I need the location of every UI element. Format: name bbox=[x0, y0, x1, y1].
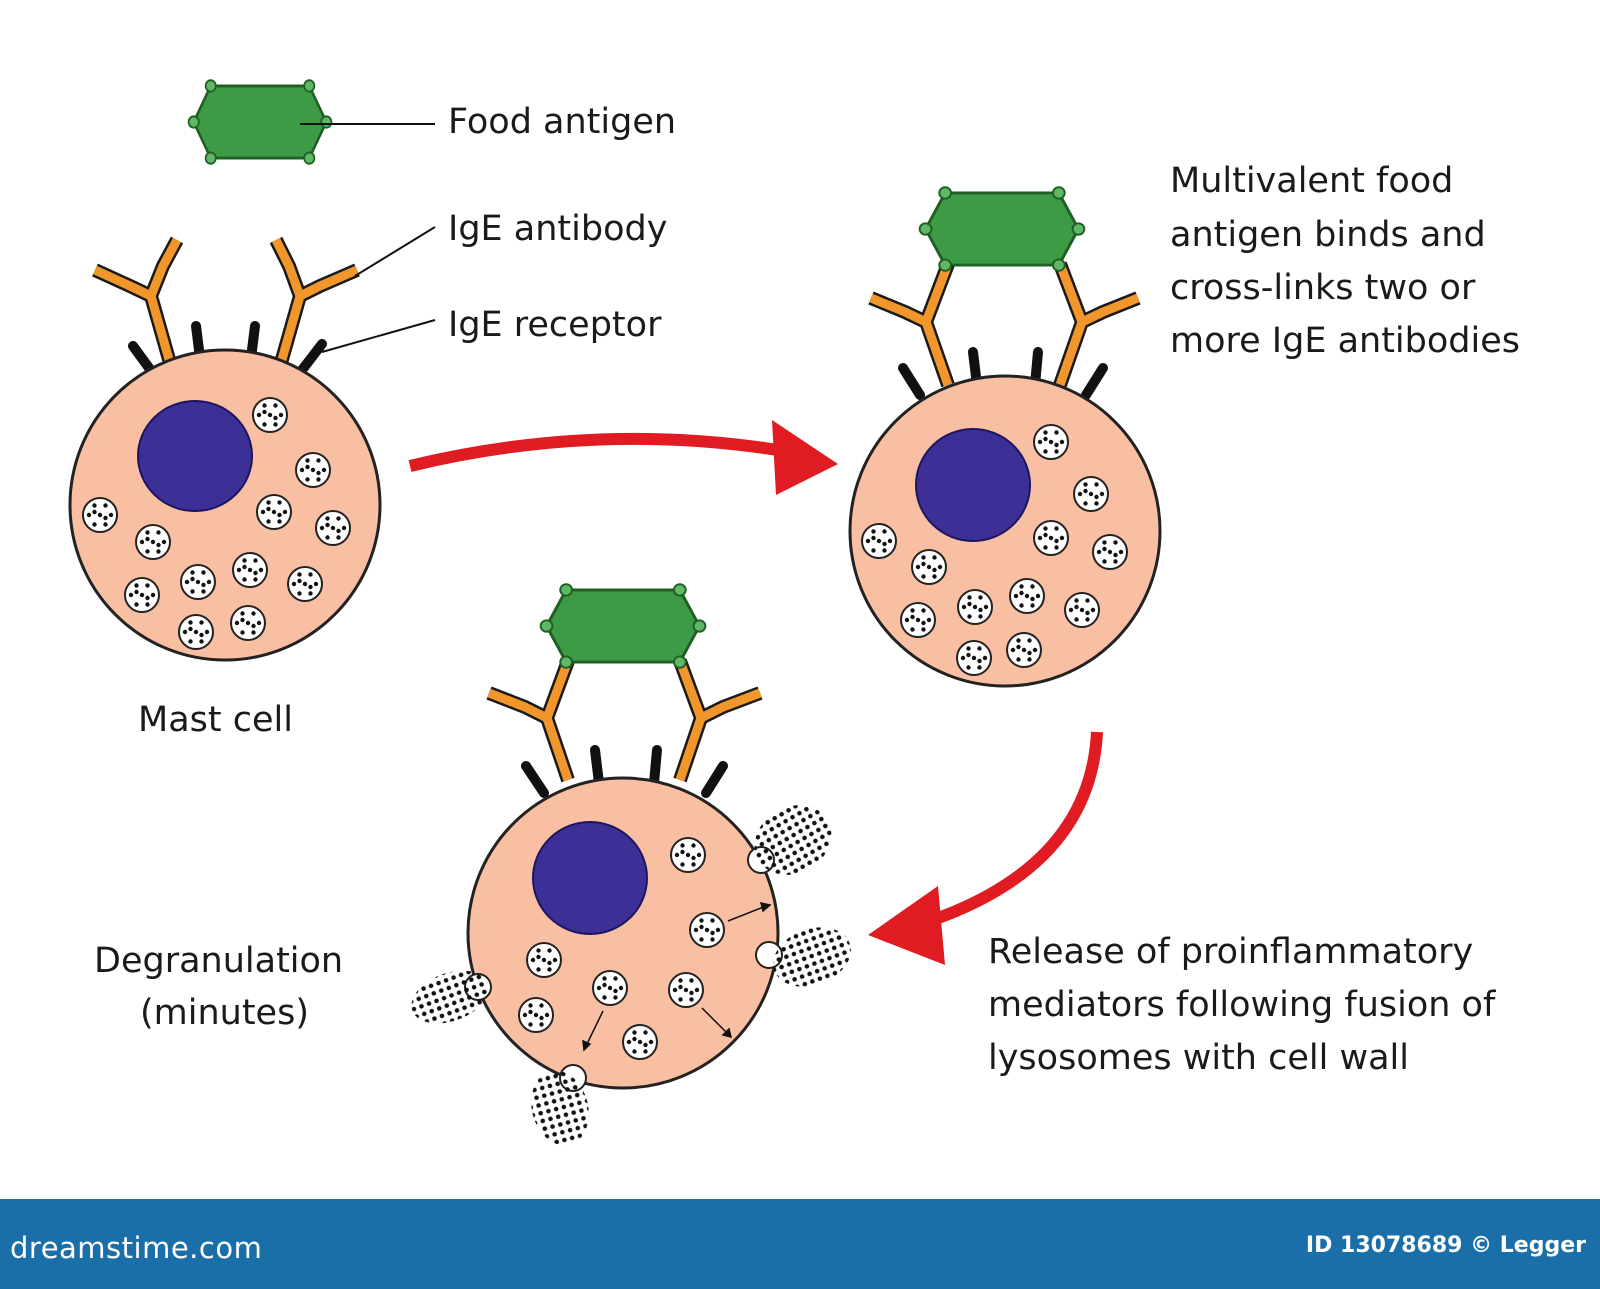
footer-brand: dreamstime.com bbox=[10, 1231, 263, 1265]
ige-antibody-label: IgE antibody bbox=[448, 209, 667, 249]
nucleus bbox=[137, 400, 253, 512]
food-antigen-label: Food antigen bbox=[448, 102, 676, 142]
mast-cell-1 bbox=[68, 236, 382, 662]
crosslink-description-line-4: more IgE antibodies bbox=[1170, 321, 1520, 361]
footer-credit: ID 13078689 © Legger bbox=[1305, 1233, 1586, 1258]
degranulation-label-line-1: Degranulation bbox=[94, 941, 343, 981]
release-description-line-2: mediators following fusion of bbox=[988, 985, 1496, 1025]
food-antigen bbox=[918, 185, 1086, 273]
ige-receptor-label: IgE receptor bbox=[448, 305, 662, 345]
ige-antibodies-crosslinked bbox=[868, 261, 1141, 388]
crosslink-description-line-3: cross-links two or bbox=[1170, 268, 1476, 308]
ige-receptor-leader-line bbox=[321, 319, 436, 353]
arrow-to-degranulation bbox=[868, 731, 1103, 965]
ige-receptors bbox=[521, 745, 728, 798]
release-description-line-1: Release of proinflammatory bbox=[988, 932, 1473, 972]
arrow-to-crosslinked-cell bbox=[408, 420, 838, 495]
footer-bar: dreamstime.com ID 13078689 © Legger bbox=[0, 1199, 1600, 1289]
released-mediators bbox=[411, 805, 851, 1146]
nucleus bbox=[532, 821, 648, 935]
legend-food-antigen-icon bbox=[187, 78, 333, 166]
release-arrows bbox=[582, 902, 772, 1052]
mast-cell-2-crosslinked bbox=[848, 185, 1162, 688]
nucleus bbox=[915, 428, 1031, 542]
crosslink-description-line-2: antigen binds and bbox=[1170, 215, 1486, 255]
cell-body bbox=[68, 348, 382, 662]
mast-cell-3-degranulating bbox=[411, 582, 851, 1146]
ige-antibodies-crosslinked bbox=[486, 658, 763, 783]
release-description-line-3: lysosomes with cell wall bbox=[988, 1038, 1409, 1078]
ige-receptors bbox=[898, 347, 1108, 400]
mast-cell-degranulation-diagram: Food antigen bbox=[68, 78, 1520, 1146]
degranulation-label-line-2: (minutes) bbox=[140, 993, 309, 1033]
mast-cell-label: Mast cell bbox=[138, 700, 293, 740]
food-antigen bbox=[539, 582, 707, 670]
ige-antibody-leader-line bbox=[354, 226, 436, 277]
crosslink-description-line-1: Multivalent food bbox=[1170, 161, 1453, 201]
ige-antibodies bbox=[92, 236, 360, 365]
